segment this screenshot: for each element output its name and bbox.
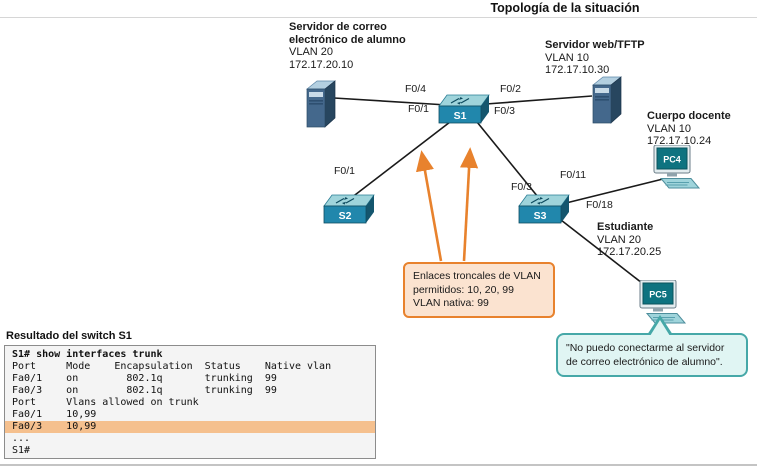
switch-s1-label: S1 [454, 110, 467, 122]
switch-s1-icon: S1 [438, 94, 490, 124]
pc4-icon: PC4 [653, 145, 701, 189]
student-ip: 172.17.20.25 [597, 246, 662, 258]
faculty-label: Cuerpo docente VLAN 10 172.17.10.24 [647, 110, 755, 148]
speech-bubble: "No puedo conectarme al servidor de corr… [556, 333, 748, 377]
console-line-fa01: Fa0/1 on 802.1q trunking 99 [12, 373, 277, 384]
web-server-label: Servidor web/TFTP VLAN 10 172.17.10.30 [545, 39, 685, 77]
console-line-fa03: Fa0/3 on 802.1q trunking 99 [12, 385, 277, 396]
switch-s3-label: S3 [534, 210, 547, 222]
faculty-vlan: VLAN 10 [647, 122, 692, 135]
port-label-s1-f0-4: F0/4 [405, 83, 427, 95]
faculty-name: Cuerpo docente [647, 110, 731, 122]
port-label-s3-f0-11: F0/11 [560, 169, 587, 181]
student-name: Estudiante [597, 221, 654, 233]
pc4-label: PC4 [663, 155, 681, 165]
mail-server-label: Servidor de correo electrónico de alumno… [289, 21, 437, 71]
port-label-s2-f0-1: F0/1 [334, 165, 356, 177]
web-server-name: Servidor web/TFTP [545, 39, 645, 51]
link-s3-pc4 [565, 178, 664, 204]
trunk-callout: Enlaces troncales de VLAN permitidos: 10… [403, 262, 555, 318]
console-line-ellipsis: ... [12, 433, 31, 444]
console-line-fa03-vlans-highlighted: Fa0/3 10,99 [5, 421, 375, 433]
port-label-s1-f0-1: F0/1 [408, 103, 430, 115]
port-label-s1-f0-2: F0/2 [500, 83, 522, 95]
link-s3-pc5 [560, 219, 652, 291]
switch-s2-label: S2 [339, 210, 352, 222]
link-s1-s3 [476, 121, 539, 198]
port-label-s1-f0-3: F0/3 [494, 105, 516, 117]
bottom-divider [0, 464, 757, 466]
speech-bubble-line1: "No puedo conectarme al servidor [566, 342, 725, 354]
trunk-callout-line2: permitidos: 10, 20, 99 [413, 283, 514, 296]
mail-server-ip: 172.17.20.10 [289, 58, 354, 71]
pc5-label: PC5 [649, 290, 667, 300]
link-s1-web-server [485, 95, 593, 105]
student-label: Estudiante VLAN 20 172.17.20.25 [597, 221, 705, 259]
web-server-vlan: VLAN 10 [545, 51, 590, 64]
console-line-header: Port Mode Encapsulation Status Native vl… [12, 361, 332, 372]
link-s1-s2 [350, 121, 451, 199]
trunk-callout-line1: Enlaces troncales de VLAN [413, 270, 541, 282]
console-line-prompt: S1# [12, 445, 31, 456]
faculty-ip: 172.17.10.24 [647, 135, 712, 147]
student-vlan: VLAN 20 [597, 233, 642, 246]
switch-s2-icon: S2 [323, 194, 375, 224]
web-server-ip: 172.17.10.30 [545, 64, 610, 76]
trunk-arrow-right [459, 147, 479, 262]
port-label-s3-f0-18: F0/18 [586, 199, 613, 211]
trunk-arrow-left [415, 150, 443, 262]
mail-server-icon [306, 80, 336, 128]
console-line-fa01-vlans: Fa0/1 10,99 [12, 409, 97, 420]
speech-bubble-tail-fill [650, 320, 670, 336]
web-server-icon [592, 76, 622, 124]
speech-bubble-line2: de correo electrónico de alumno". [566, 356, 723, 368]
link-s1-mail-server [333, 97, 448, 106]
trunk-callout-line3: VLAN nativa: 99 [413, 297, 489, 309]
mail-server-name: Servidor de correo electrónico de alumno [289, 21, 406, 46]
switch-console: S1# show interfaces trunk Port Mode Enca… [4, 345, 376, 459]
switch-s3-icon: S3 [518, 194, 570, 224]
page-title: Topología de la situación [490, 1, 640, 15]
console-heading: Resultado del switch S1 [6, 330, 132, 342]
mail-server-vlan: VLAN 20 [289, 46, 334, 58]
top-divider [0, 17, 757, 18]
console-line-allowed: Port Vlans allowed on trunk [12, 397, 199, 408]
port-label-s3-f0-3: F0/3 [511, 181, 533, 193]
console-line-command: S1# show interfaces trunk [12, 349, 163, 360]
